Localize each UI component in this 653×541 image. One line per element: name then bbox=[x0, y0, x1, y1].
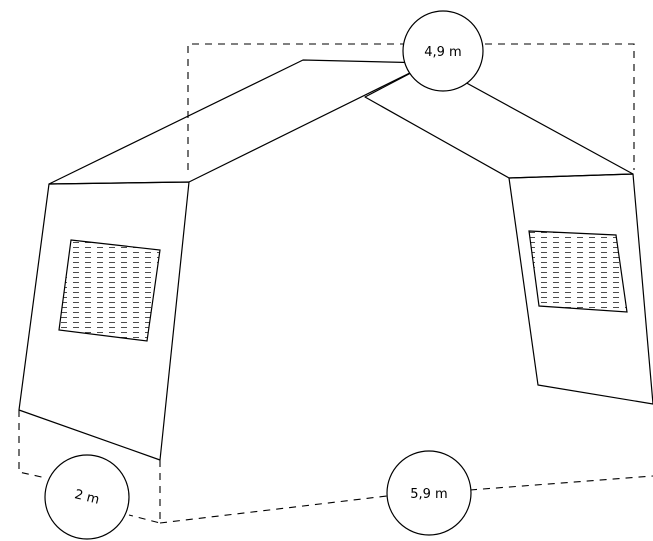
top-dashed-outline bbox=[187, 43, 635, 170]
roof-left-panel bbox=[48, 59, 431, 185]
front-wall-panel bbox=[18, 181, 190, 461]
left-height-dashed-line bbox=[18, 410, 47, 479]
height-dimension: 2 m bbox=[44, 454, 130, 540]
roof-right-panel bbox=[364, 62, 634, 179]
front-window bbox=[58, 239, 161, 342]
dimension-guides bbox=[18, 43, 653, 524]
width-label: 4,9 m bbox=[424, 45, 461, 60]
length-dashed-line bbox=[159, 475, 653, 524]
width-bubble bbox=[402, 10, 484, 92]
front-wall bbox=[18, 181, 190, 461]
length-dimension: 5,9 m bbox=[386, 450, 472, 536]
height-bubble bbox=[44, 454, 130, 540]
width-dimension: 4,9 m bbox=[402, 10, 484, 92]
front-height-dashed-line bbox=[128, 460, 161, 524]
length-label: 5,9 m bbox=[410, 487, 447, 502]
side-window bbox=[528, 230, 628, 313]
side-wall bbox=[508, 173, 653, 405]
height-label: 2 m bbox=[73, 487, 101, 508]
side-wall-panel bbox=[508, 173, 653, 405]
length-bubble bbox=[386, 450, 472, 536]
tent-roof bbox=[48, 59, 634, 185]
